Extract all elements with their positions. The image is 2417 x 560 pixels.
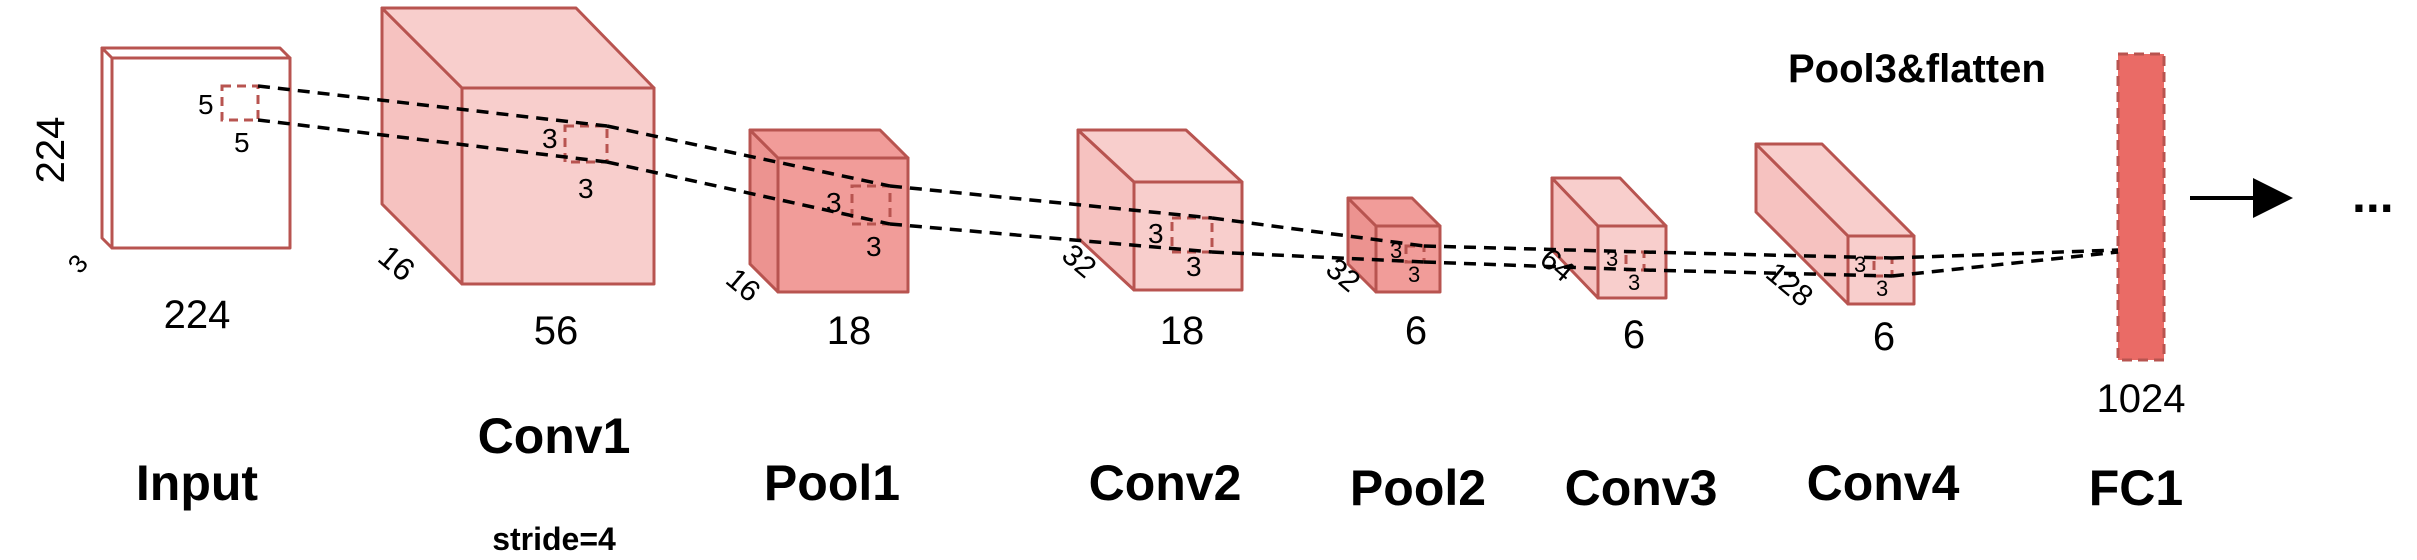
pool2-conv3-line-top [1423,244,1645,254]
fc1-layer: Pool3&flatten 1024 [1788,47,2185,421]
conv1-depth-label: 16 [372,238,422,288]
conv4-fc1-line-top [1891,248,2119,260]
conv1-pool1-line-bottom [606,160,891,226]
pool1-kernel-h-label: 3 [866,231,882,262]
fc1-title: Pool3&flatten [1788,47,2046,91]
conv4-kernel-window [1872,256,1894,278]
conv1-layer: 3 3 16 56 [372,6,656,353]
conv2-front-face [1132,180,1244,292]
conv1-kernel-window [563,124,609,164]
conv2-width-label: 18 [1160,309,1205,353]
conv4-name: Conv4 [1807,455,1960,511]
pool1-name: Pool1 [764,455,900,511]
conv1-kernel-w-label: 3 [542,123,558,154]
conv4-kernel-h-label: 3 [1876,276,1888,301]
conv1-stride-note: stride=4 [492,521,616,557]
continuation-dots: ... [2352,167,2394,223]
input-layer: 5 5 224 3 224 [29,46,292,337]
conv1-kernel-h-label: 3 [578,173,594,204]
conv1-front-face [460,86,656,286]
conv3-width-label: 6 [1623,313,1645,357]
pool1-conv2-line-top [889,184,1213,220]
conv3-name: Conv3 [1565,460,1718,516]
conv2-kernel-w-label: 3 [1148,218,1164,249]
pool1-kernel-w-label: 3 [826,187,842,218]
input-height-label: 224 [29,117,73,184]
pool2-name: Pool2 [1350,460,1486,516]
conv2-layer: 3 3 32 18 [1056,128,1244,353]
conv1-pool1-line-top [606,124,891,188]
connection-lines [257,84,2119,278]
fc1-size-label: 1024 [2097,377,2186,421]
pool2-conv3-line-bottom [1423,260,1645,272]
conv1-width-label: 56 [534,309,579,353]
conv4-width-label: 6 [1873,315,1895,359]
conv3-kernel-h-label: 3 [1628,270,1640,295]
conv2-pool2-line-bottom [1211,250,1425,264]
conv2-kernel-h-label: 3 [1186,251,1202,282]
pool2-front-face [1374,224,1442,294]
fc1-name: FC1 [2089,460,2183,516]
conv1-name: Conv1 [478,408,631,464]
pool1-layer: 3 3 16 18 [720,128,910,353]
pool2-layer: 3 3 32 6 [1320,196,1442,353]
conv3-conv4-line-top [1643,250,1893,260]
conv4-front-face [1846,234,1916,306]
conv2-name: Conv2 [1089,455,1242,511]
conv4-kernel-w-label: 3 [1854,252,1866,277]
input-depth-label: 3 [62,248,94,278]
input-width-label: 224 [164,293,231,337]
conv4-layer: 3 3 128 6 [1754,142,1916,359]
conv4-fc1-line-bottom [1891,250,2119,278]
input-front-face [110,56,292,250]
input-kernel-h-label: 5 [234,127,250,158]
conv3-front-face [1596,224,1668,300]
fc1-bar [2116,52,2166,362]
input-kernel-w-label: 5 [198,89,214,120]
pool1-width-label: 18 [827,309,872,353]
input-kernel-window [220,84,260,122]
pool2-kernel-h-label: 3 [1408,262,1420,287]
input-name: Input [136,455,259,511]
conv2-pool2-line-top [1211,216,1425,248]
conv3-conv4-line-bottom [1643,268,1893,278]
pool1-kernel-window [850,184,892,226]
pool2-width-label: 6 [1405,309,1427,353]
pool1-top [748,128,910,160]
layer-names: Input Conv1 stride=4 Pool1 Conv2 Pool2 C… [136,408,2183,557]
pool1-conv2-line-bottom [889,222,1213,254]
